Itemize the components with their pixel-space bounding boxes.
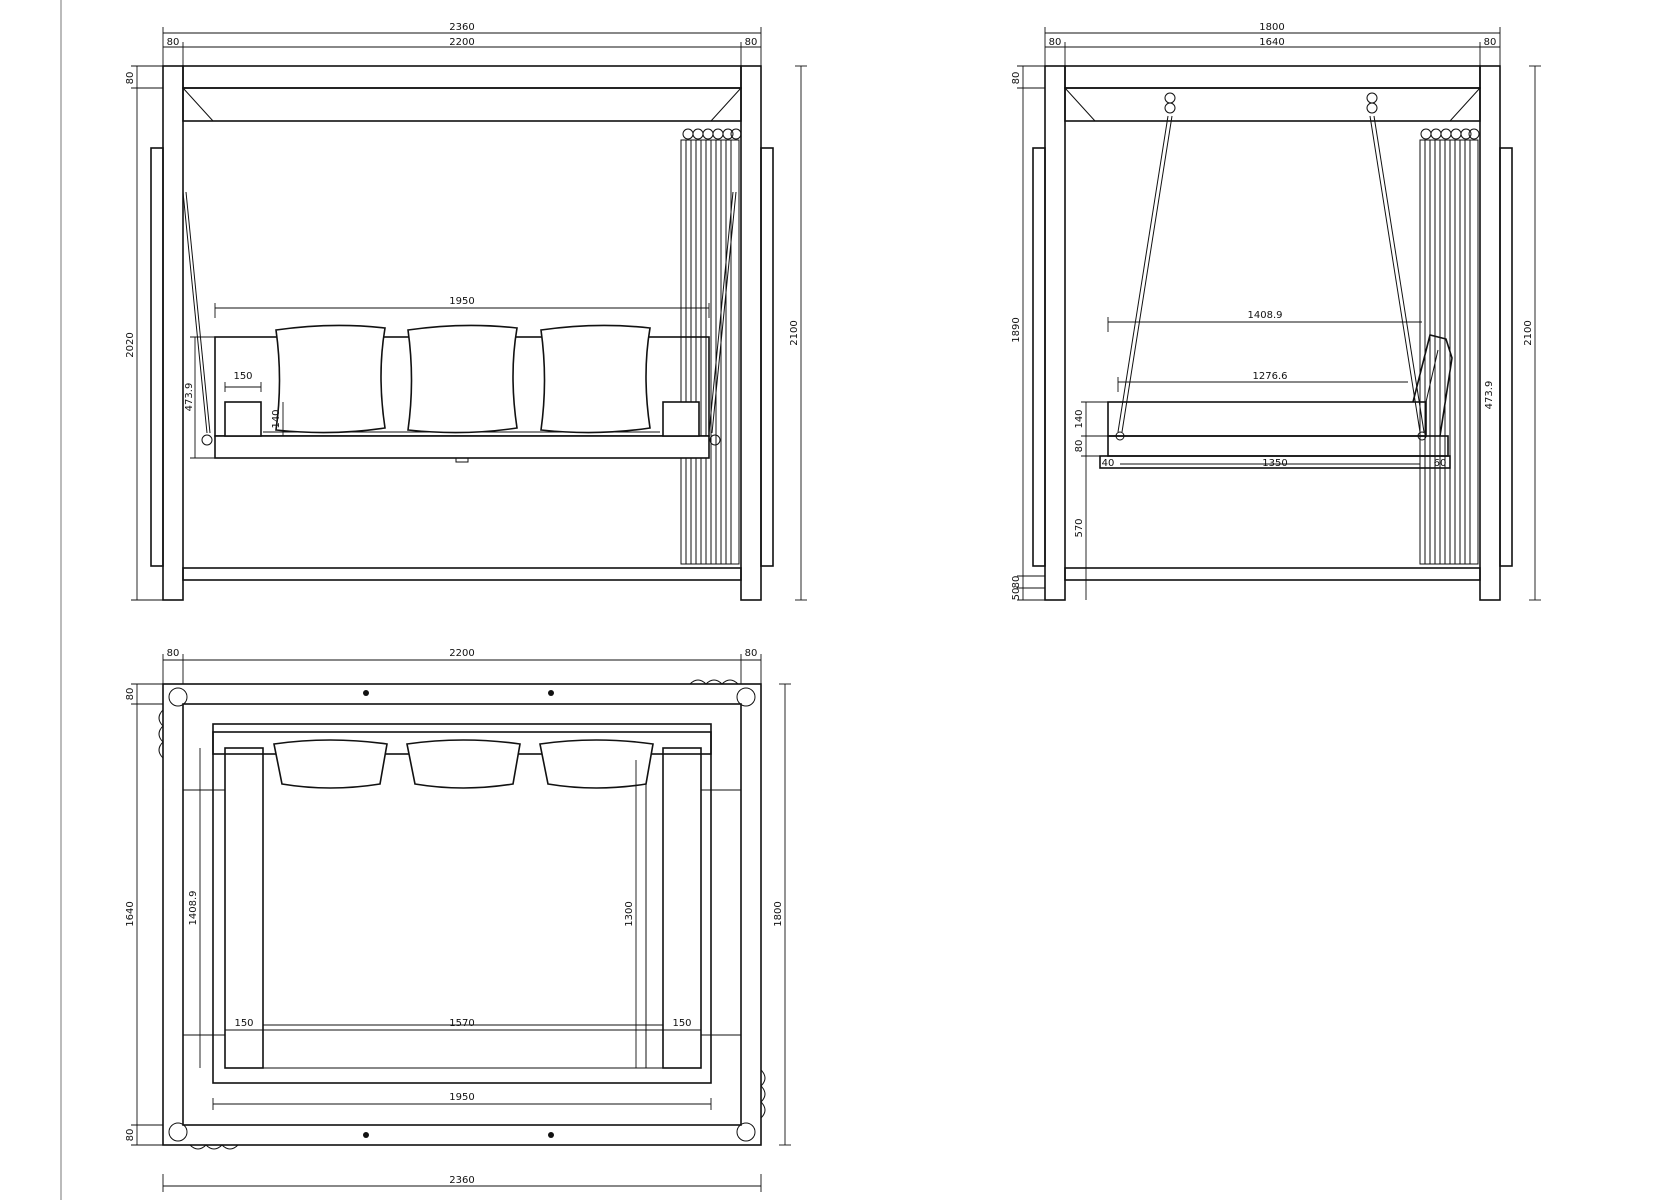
front-dim-overall-width: 2360 [449, 22, 474, 33]
top-view-top-dimensions: 80 2200 80 [162, 648, 762, 684]
front-top-dimensions: 2360 80 2200 80 [162, 22, 762, 66]
front-dim-post-right: 80 [745, 37, 758, 48]
side-frame [1032, 65, 1513, 601]
top-dim-post-right: 80 [745, 648, 758, 659]
front-curtain [680, 128, 742, 565]
side-left-dimensions: 80 1890 80 50 [1011, 65, 1045, 601]
side-dim-post-left: 80 [1049, 37, 1062, 48]
front-ropes [182, 191, 737, 434]
front-dim-armrest-width: 150 [233, 371, 252, 382]
front-dim-inner-width: 2200 [449, 37, 474, 48]
side-dim-cushion: 140 [1074, 409, 1085, 428]
side-dim-base-depth: 1350 [1262, 458, 1287, 469]
top-view-seat-dimensions: 1408.9 1300 150 1570 150 1950 [188, 748, 712, 1110]
front-dim-seat-thickness: 140 [271, 409, 282, 428]
top-dim-inner-depth: 1640 [125, 901, 136, 926]
side-dim-overall-width: 1800 [1259, 22, 1284, 33]
side-dim-post-height: 1890 [1011, 317, 1022, 342]
top-dim-overall-depth: 1800 [773, 901, 784, 926]
side-dim-seat-rail-height: 473.9 [1484, 381, 1495, 410]
side-dim-post-right: 80 [1484, 37, 1497, 48]
top-view-bottom-dimension: 2360 [162, 1174, 762, 1192]
top-dim-bottom-margin: 80 [125, 1129, 136, 1142]
top-view-frame [158, 679, 766, 1150]
top-view: 80 2200 80 80 1640 80 1800 2360 [125, 648, 791, 1192]
top-dim-inner-seat-depth: 1300 [624, 901, 635, 926]
front-frame [150, 65, 774, 601]
side-dim-back-depth: 1408.9 [1248, 310, 1283, 321]
front-view: 2360 80 2200 80 80 2020 2100 [125, 22, 807, 601]
front-dim-post-height: 2020 [125, 332, 136, 357]
top-view-right-dimension: 1800 [773, 683, 791, 1146]
top-dim-seat-depth: 1408.9 [188, 891, 199, 926]
side-dim-frame: 80 [1074, 440, 1085, 453]
top-dim-armrest-left: 150 [234, 1018, 253, 1029]
front-left-dimensions: 80 2020 [125, 65, 163, 601]
top-view-left-dimensions: 80 1640 80 [125, 683, 163, 1146]
side-dim-base-right: 60 [1434, 458, 1447, 469]
front-dim-post-left: 80 [167, 37, 180, 48]
front-dim-seat-height: 473.9 [184, 383, 195, 412]
front-seat-dimensions: 1950 150 473.9 140 [184, 296, 710, 459]
top-view-cushions [273, 739, 654, 789]
top-dim-inner-width: 2200 [449, 648, 474, 659]
front-dim-seat-width: 1950 [449, 296, 474, 307]
side-right-dimension: 2100 [1523, 65, 1541, 601]
top-dim-overall-width: 2360 [449, 1175, 474, 1186]
top-dim-top-margin: 80 [125, 688, 136, 701]
side-dim-seat-depth: 1276.6 [1253, 371, 1288, 382]
top-dim-post-left: 80 [167, 648, 180, 659]
side-dim-ground-clearance: 570 [1074, 518, 1085, 537]
side-dim-foot: 50 [1011, 588, 1022, 601]
front-dim-overall-height: 2100 [789, 320, 800, 345]
top-dim-seat-inner-width: 1570 [449, 1018, 474, 1029]
front-dim-top-beam: 80 [125, 72, 136, 85]
top-dim-armrest-right: 150 [672, 1018, 691, 1029]
side-seat-dimensions: 1408.9 1276.6 1350 40 60 473.9 140 80 57… [1074, 310, 1495, 600]
side-dim-top-beam: 80 [1011, 72, 1022, 85]
top-dim-seat-width: 1950 [449, 1092, 474, 1103]
side-dim-inner-width: 1640 [1259, 37, 1284, 48]
side-view: 1800 80 1640 80 80 1890 80 50 2100 [1011, 22, 1541, 601]
side-dim-base-left: 40 [1102, 458, 1115, 469]
front-cushions [275, 324, 651, 434]
side-dim-bottom-beam: 80 [1011, 576, 1022, 589]
side-curtain [1419, 128, 1480, 565]
side-dim-overall-height: 2100 [1523, 320, 1534, 345]
front-right-dimension: 2100 [789, 65, 807, 601]
side-seat [1099, 334, 1453, 469]
side-top-dimensions: 1800 80 1640 80 [1044, 22, 1501, 66]
side-hanging-chains [1115, 92, 1427, 441]
